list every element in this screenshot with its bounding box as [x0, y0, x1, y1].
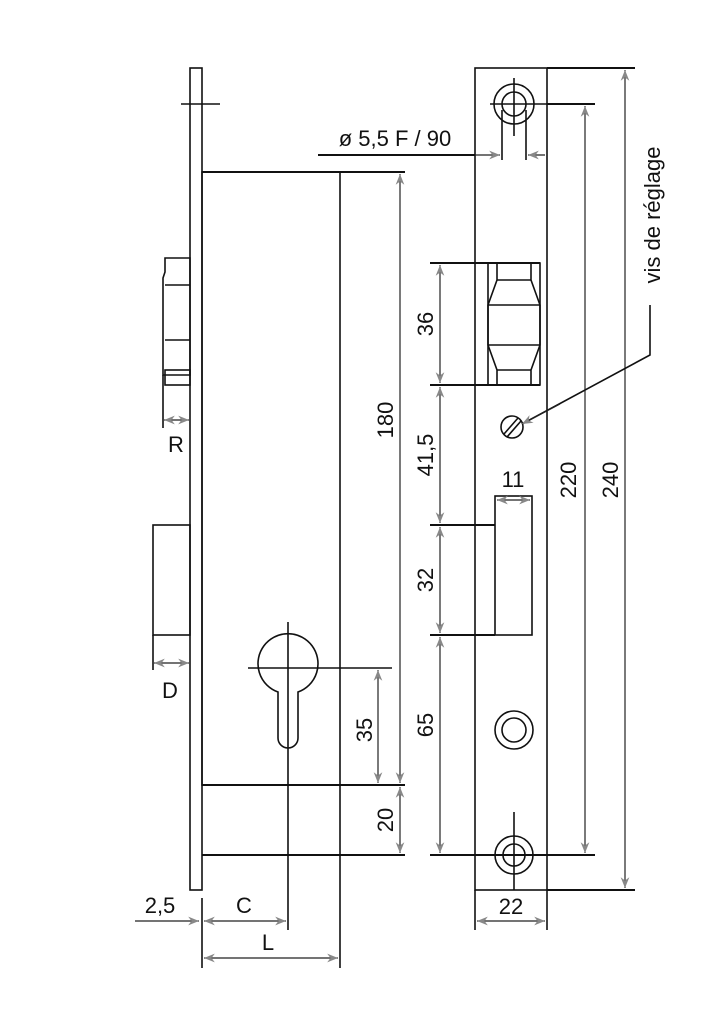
dim-11: 11 — [502, 467, 525, 492]
deadbolt-side — [152, 524, 191, 636]
dim-41-5: 41,5 — [413, 434, 438, 477]
faceplate-side — [189, 67, 203, 891]
hole-spec-label: ø 5,5 F / 90 — [339, 126, 452, 151]
dim-2-5: 2,5 — [145, 893, 176, 918]
latch-front — [487, 262, 541, 386]
bottom-screw-hole — [494, 812, 534, 890]
dim-35: 35 — [352, 718, 377, 742]
latch-side — [162, 257, 191, 386]
dim-180: 180 — [373, 402, 398, 439]
dim-240: 240 — [598, 462, 623, 499]
dim-r: R — [168, 432, 184, 457]
deadbolt-front — [494, 495, 533, 636]
dim-22: 22 — [499, 894, 523, 919]
adjust-screw — [500, 415, 524, 439]
front-view: 36 41,5 32 65 11 220 240 22 ø 5,5 F / 90… — [318, 67, 665, 930]
dim-32: 32 — [413, 568, 438, 592]
adjust-screw-label: vis de réglage — [640, 147, 665, 284]
dim-220: 220 — [556, 462, 581, 499]
dim-l: L — [262, 930, 274, 955]
lock-body — [201, 171, 341, 786]
dim-36: 36 — [413, 312, 438, 336]
cylinder-keyhole — [257, 633, 319, 749]
dim-c: C — [236, 893, 252, 918]
dim-20: 20 — [373, 808, 398, 832]
top-screw-hole — [490, 78, 547, 160]
middle-hole — [494, 710, 534, 750]
side-view: 180 35 20 R D 2,5 C L — [135, 67, 405, 968]
faceplate-front — [474, 67, 548, 891]
dim-d: D — [162, 678, 178, 703]
dim-65: 65 — [413, 713, 438, 737]
